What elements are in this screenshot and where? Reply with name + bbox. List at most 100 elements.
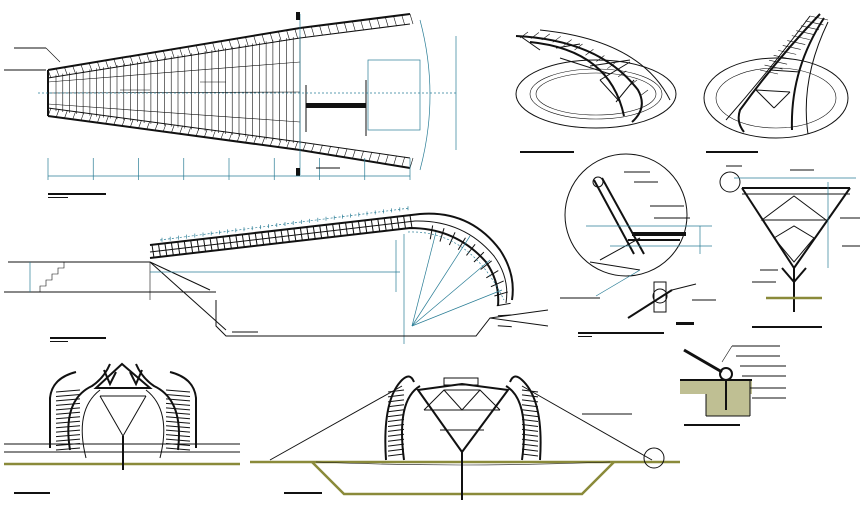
plan-rib	[327, 145, 332, 155]
elevation-rib	[165, 447, 191, 451]
perspective-rib	[759, 69, 779, 75]
elevation-rib	[387, 394, 405, 398]
section-rib	[280, 229, 284, 243]
elevation-rib	[55, 389, 81, 393]
plan-rib	[228, 132, 233, 141]
plan-rib	[327, 24, 332, 35]
section-rib	[457, 237, 466, 250]
plan-rib	[376, 153, 381, 163]
section-rib	[183, 240, 187, 255]
plan-rib	[212, 42, 216, 52]
plan-rib	[64, 67, 68, 76]
section-rib	[448, 232, 456, 246]
plan-rib	[212, 130, 216, 139]
plan-rib	[64, 110, 68, 119]
plan-rib	[335, 23, 340, 34]
plan-rib	[245, 37, 249, 47]
elevation-rib	[165, 425, 191, 429]
plan-rib	[385, 154, 389, 165]
elevation-rib	[521, 453, 539, 457]
section-rib	[494, 291, 508, 297]
perspective-rib	[639, 89, 649, 97]
elevation-rib	[387, 448, 405, 452]
plan-rib	[401, 14, 406, 26]
perspective-rib	[530, 32, 540, 39]
perspective-rib	[519, 31, 529, 39]
elevation-rib	[521, 438, 539, 442]
section-rib	[312, 226, 316, 240]
plan-rib	[55, 68, 60, 77]
elevation-rib	[521, 433, 539, 437]
plan-rib	[286, 30, 290, 41]
plan-rib	[129, 56, 134, 66]
plan-rib	[278, 138, 282, 148]
elevation-rib	[387, 443, 405, 447]
plan-rib	[368, 151, 373, 162]
section-rib	[274, 230, 278, 244]
plan-rib	[162, 123, 167, 132]
section-rib	[241, 234, 245, 248]
plan-rib	[409, 157, 414, 169]
perspective-rib	[773, 54, 792, 60]
plan-rib	[146, 121, 151, 130]
elevation-rib	[387, 433, 405, 437]
plan-rib	[236, 38, 241, 49]
plan-rib	[121, 117, 126, 127]
perspective-rib	[800, 25, 819, 31]
section-rib	[177, 241, 181, 255]
anchor-detail	[680, 345, 786, 426]
elevation-rib	[55, 398, 81, 402]
perspective-rib	[563, 39, 572, 46]
section-rib	[490, 280, 504, 288]
plan-rib	[236, 133, 241, 142]
section-rib	[306, 226, 310, 240]
plan-rib	[368, 19, 373, 30]
plan-rib	[261, 136, 266, 145]
plan-rib	[335, 147, 340, 156]
section-rib	[473, 251, 485, 263]
elevation-rib	[387, 423, 405, 427]
elevation-rib	[387, 453, 405, 457]
plan-rib	[179, 47, 183, 58]
plan-rib	[278, 31, 282, 42]
plan-rib	[195, 45, 200, 55]
plan-rib	[47, 69, 52, 79]
plan-rib	[302, 142, 307, 151]
section-rib	[364, 220, 368, 234]
elevation-rib	[387, 438, 405, 442]
section-rib	[228, 235, 232, 249]
section-rib	[157, 243, 161, 258]
elevation-rib	[521, 409, 539, 413]
truss-cross-section	[719, 165, 860, 328]
elevation-rib	[387, 399, 405, 403]
elevation-rib	[521, 394, 539, 398]
section-rib	[351, 221, 355, 235]
plan-rib	[319, 25, 323, 36]
plan-rib	[343, 22, 348, 33]
section-rib	[299, 227, 303, 241]
elevation-rib	[55, 447, 81, 451]
elevation-rib	[521, 428, 539, 432]
plan-rib	[204, 128, 208, 138]
elevation-rib	[55, 407, 81, 411]
plan-rib	[138, 54, 142, 64]
perspective-rib	[796, 30, 815, 36]
section-rib	[486, 270, 499, 279]
section-rib	[466, 244, 476, 256]
section-rib	[286, 229, 290, 243]
elevation-rib	[55, 429, 81, 433]
section-rib	[332, 223, 336, 238]
plan-rib	[129, 118, 134, 128]
plan-rib	[187, 126, 192, 135]
perspective-rib	[769, 59, 788, 65]
plan-rib	[393, 155, 397, 166]
plan-rib	[360, 20, 364, 31]
elevation-rib	[165, 389, 191, 393]
elevation-rib	[55, 420, 81, 424]
plan-rib	[245, 134, 249, 143]
plan-rib	[343, 148, 348, 158]
section-rib	[190, 240, 194, 254]
plan-rib	[105, 60, 109, 69]
plan-rib	[253, 35, 257, 46]
plan-rib	[113, 58, 118, 68]
